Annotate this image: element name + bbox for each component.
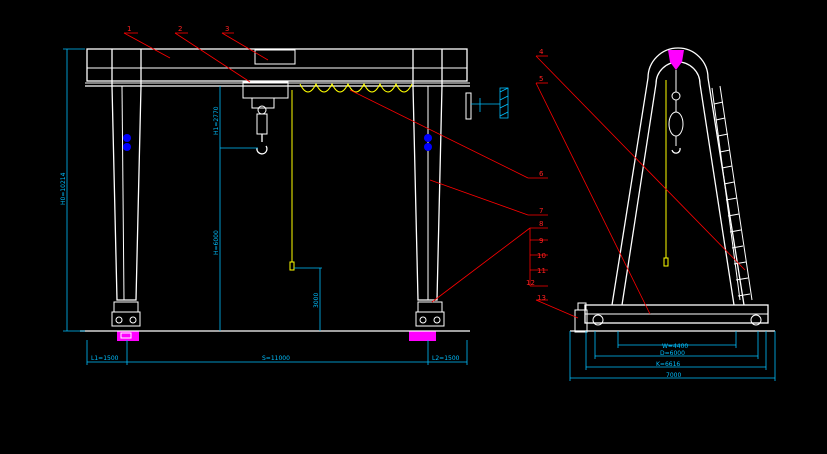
girder-cab-box — [254, 49, 296, 65]
a-frame-outer — [611, 47, 745, 306]
hoist-trolley — [242, 81, 289, 155]
callout-5: 5 — [539, 75, 543, 83]
top-trolley-block — [668, 50, 684, 70]
callout-13: 13 — [537, 294, 546, 302]
side-left-wheel — [592, 314, 604, 326]
side-view: W=4400 D=6000 K=6616 7000 — [569, 47, 776, 381]
side-right-wheel — [750, 314, 762, 326]
callout-12: 12 — [526, 279, 535, 287]
left-buffer — [117, 331, 139, 341]
dim-right-cantilever: L2=1500 — [432, 355, 460, 362]
callout-9: 9 — [539, 237, 543, 245]
callout-10: 10 — [537, 252, 546, 260]
dim-k: K=6616 — [656, 361, 680, 368]
callout-8: 8 — [539, 220, 543, 228]
left-end-carriage — [111, 301, 141, 341]
a-frame-inner — [621, 61, 735, 306]
dim-overall-width: 7000 — [666, 372, 681, 379]
pendant-control — [289, 261, 295, 271]
callout-1: 1 — [127, 25, 131, 33]
callout-numbers: 1 2 3 4 5 6 7 8 9 10 11 12 13 — [127, 25, 546, 302]
front-view: H0=10214 H1=2770 H=6000 3000 L1=1500 S=1… — [60, 48, 509, 365]
ladder — [711, 85, 753, 301]
main-girder — [86, 48, 468, 82]
left-leg — [111, 49, 142, 301]
right-leg-motor — [424, 134, 432, 151]
dim-lower-height: 3000 — [313, 293, 320, 308]
left-leg-motor — [123, 134, 131, 151]
callout-3: 3 — [225, 25, 229, 33]
dim-left-cantilever: L1=1500 — [91, 355, 119, 362]
callout-leaders — [123, 32, 746, 319]
dim-total-height: H0=10214 — [60, 172, 67, 205]
callout-6: 6 — [539, 170, 544, 178]
callout-4: 4 — [539, 48, 544, 56]
callout-7: 7 — [539, 207, 543, 215]
festoon-cable — [299, 82, 413, 93]
side-dimensions: W=4400 D=6000 K=6616 7000 — [569, 331, 776, 381]
side-hook — [668, 91, 684, 154]
wall-bracket — [465, 87, 509, 120]
right-buffer — [409, 331, 436, 341]
dim-hook-top: H1=2770 — [213, 106, 220, 135]
dim-wheel-base: W=4400 — [662, 343, 688, 350]
right-end-carriage — [409, 301, 445, 341]
callout-11: 11 — [537, 267, 546, 275]
front-dimensions: H0=10214 H1=2770 H=6000 3000 L1=1500 S=1… — [60, 48, 468, 365]
dim-d: D=6000 — [660, 350, 685, 357]
dim-span: S=11000 — [262, 355, 290, 362]
callout-2: 2 — [178, 25, 182, 33]
dim-lift-height: H=6000 — [213, 230, 220, 255]
